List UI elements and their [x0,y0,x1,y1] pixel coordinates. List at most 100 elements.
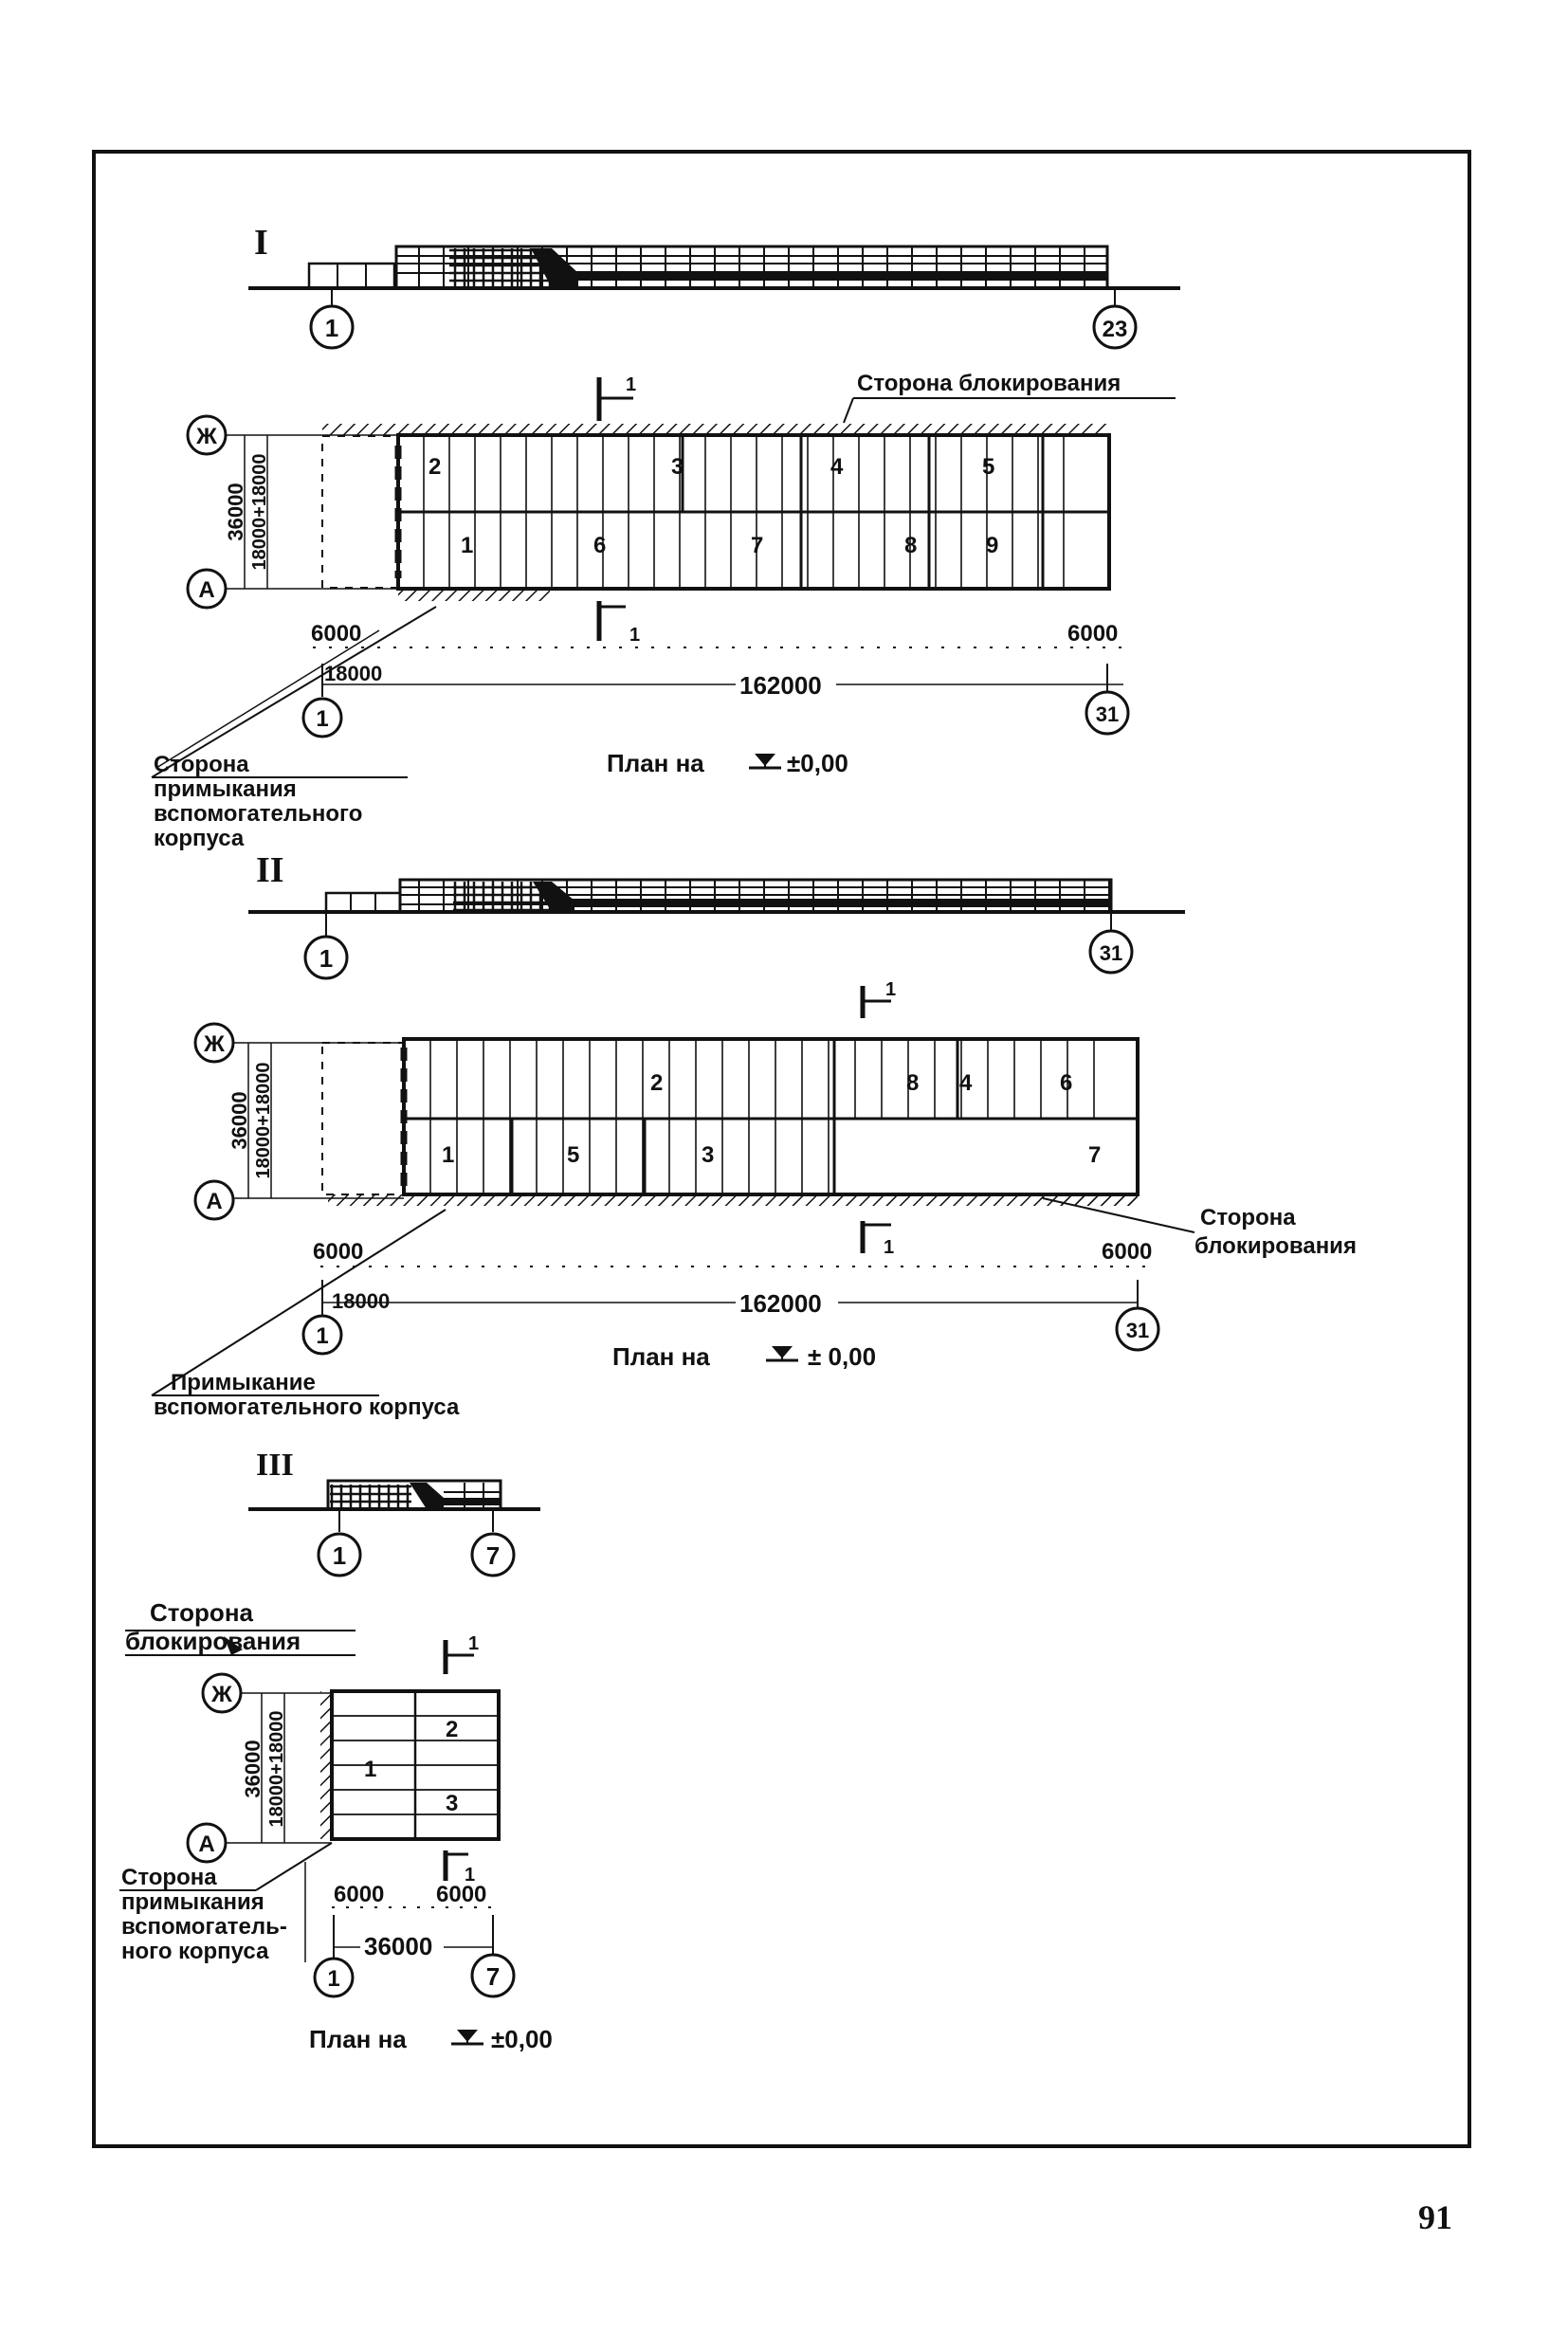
cell-8: 8 [904,533,917,558]
cell-7: 7 [1088,1142,1101,1168]
dim-6000-left: 6000 [313,1239,363,1265]
cell-3: 3 [671,454,684,480]
dim-36000-vertical: 36000 [241,1740,264,1797]
cell-3: 3 [446,1791,458,1816]
plan-axis-31-label: 31 [1126,1319,1149,1342]
variant-3-plan: 2 1 3 Ж А 36000 18000+18000 1 1 6000 600… [119,1598,553,2053]
axis-zh-label: Ж [195,424,217,449]
blocking-side-note-line-1: Сторона [1200,1205,1296,1230]
variant-1-elevation [248,245,1180,290]
aux-note-line-2: примыкания [121,1889,264,1915]
plan-axis-1-label: 1 [316,706,328,732]
dim-162000: 162000 [739,671,822,700]
aux-note-line-1: Примыкание [171,1370,316,1395]
cell-2: 2 [650,1070,663,1096]
blocking-side-note-line-2: блокирования [1194,1233,1357,1259]
variant-2-plan: 2 8 4 6 1 5 3 7 Ж А 36000 18000+18000 1 [151,979,1357,1420]
variant-3-elevation-axes: 1 7 [317,1509,516,1577]
cell-4: 4 [830,454,844,480]
cell-2: 2 [446,1717,458,1742]
plan-axis-31-label: 31 [1096,702,1119,726]
section-mark-top: 1 [468,1633,479,1654]
dim-36000-vertical: 36000 [224,483,247,540]
aux-note-line-3: вспомогатель- [121,1914,287,1940]
variant-2: II 1 31 [151,850,1357,1420]
plan-caption-prefix: План на [612,1342,710,1371]
blocking-side-note-line-1: Сторона [150,1598,254,1627]
level-mark-icon [749,754,781,770]
axis-1-label: 1 [325,314,338,342]
cell-1: 1 [461,533,473,558]
variant-3-cell-numbers: 2 1 3 [364,1717,458,1816]
level-mark-icon [451,2030,483,2046]
cell-7: 7 [751,533,763,558]
axis-23-label: 23 [1103,317,1128,342]
aux-note-line-2: примыкания [154,776,297,802]
axis-a-label: А [198,577,214,603]
aux-note-line-1: Сторона [121,1865,217,1890]
variant-1-elevation-axes: 1 23 [309,288,1138,350]
section-mark-bottom: 1 [884,1237,894,1258]
axis-zh-label: Ж [203,1031,225,1057]
cell-6: 6 [1060,1070,1072,1096]
plan-caption-prefix: План на [607,749,704,777]
dim-6000-right: 6000 [1102,1239,1152,1265]
axis-1-label: 1 [319,944,333,973]
aux-note-line-3: вспомогательного [154,801,362,827]
dim-162000: 162000 [739,1289,822,1318]
section-mark-top: 1 [885,979,896,1000]
dim-18000: 18000 [324,662,382,685]
cell-5: 5 [982,454,994,480]
plan-caption-level: ±0,00 [491,2025,553,2053]
variant-2-roman: II [256,850,284,890]
axis-31-label: 31 [1100,941,1122,965]
cell-3: 3 [702,1142,714,1168]
cell-1: 1 [364,1757,376,1782]
plan-caption-level: ± 0,00 [808,1342,876,1371]
plan-axis-1-label: 1 [316,1323,328,1349]
section-mark-bottom: 1 [465,1865,475,1886]
axis-a-label: А [198,1832,214,1857]
section-mark-bottom: 1 [629,625,640,646]
variant-3-elevation [248,1479,540,1511]
dim-18000-18000-vertical: 18000+18000 [266,1711,287,1828]
cell-8: 8 [906,1070,919,1096]
blocking-side-note: Сторона блокирования [857,371,1121,396]
dim-18000-18000-vertical: 18000+18000 [253,1063,274,1179]
section-mark-top: 1 [626,374,636,395]
level-mark-icon [766,1346,798,1362]
dim-6000-right: 6000 [1067,621,1118,647]
cell-9: 9 [986,533,998,558]
variant-2-cell-numbers: 2 8 4 6 1 5 3 7 [442,1070,1101,1168]
variant-3: III 1 7 [119,1448,553,2053]
cell-5: 5 [567,1142,579,1168]
cell-4: 4 [959,1070,973,1096]
dim-6000-left: 6000 [334,1882,384,1907]
variant-1-plan: 2 3 4 5 1 6 7 8 9 Ж А 36000 18000+18000 [151,371,1176,851]
dim-36000: 36000 [364,1932,432,1960]
variant-1: I 1 23 [151,223,1180,851]
variant-3-roman: III [256,1448,294,1483]
dim-36000-vertical: 36000 [228,1091,251,1149]
aux-note-line-2: вспомогательного корпуса [154,1394,460,1420]
variant-1-roman: I [254,223,268,263]
axis-a-label: А [206,1189,222,1214]
aux-note-line-4: ного корпуса [121,1939,269,1964]
variant-1-cell-numbers: 2 3 4 5 1 6 7 8 9 [428,454,998,558]
dim-6000-right: 6000 [436,1882,486,1907]
axis-zh-label: Ж [210,1682,232,1707]
drawing-frame [92,150,1471,2148]
aux-note-line-1: Сторона [154,752,249,777]
axis-1-label: 1 [333,1541,346,1570]
plan-axis-7-label: 7 [486,1962,500,1991]
plan-caption-level: ±0,00 [787,749,848,777]
axis-7-label: 7 [486,1541,500,1570]
plan-axis-1-label: 1 [327,1966,339,1992]
variant-2-elevation-axes: 1 31 [303,912,1134,980]
dim-18000-18000-vertical: 18000+18000 [249,454,270,571]
aux-note-line-4: корпуса [154,826,245,851]
dim-6000-left: 6000 [311,621,361,647]
cell-1: 1 [442,1142,454,1168]
cell-6: 6 [593,533,606,558]
